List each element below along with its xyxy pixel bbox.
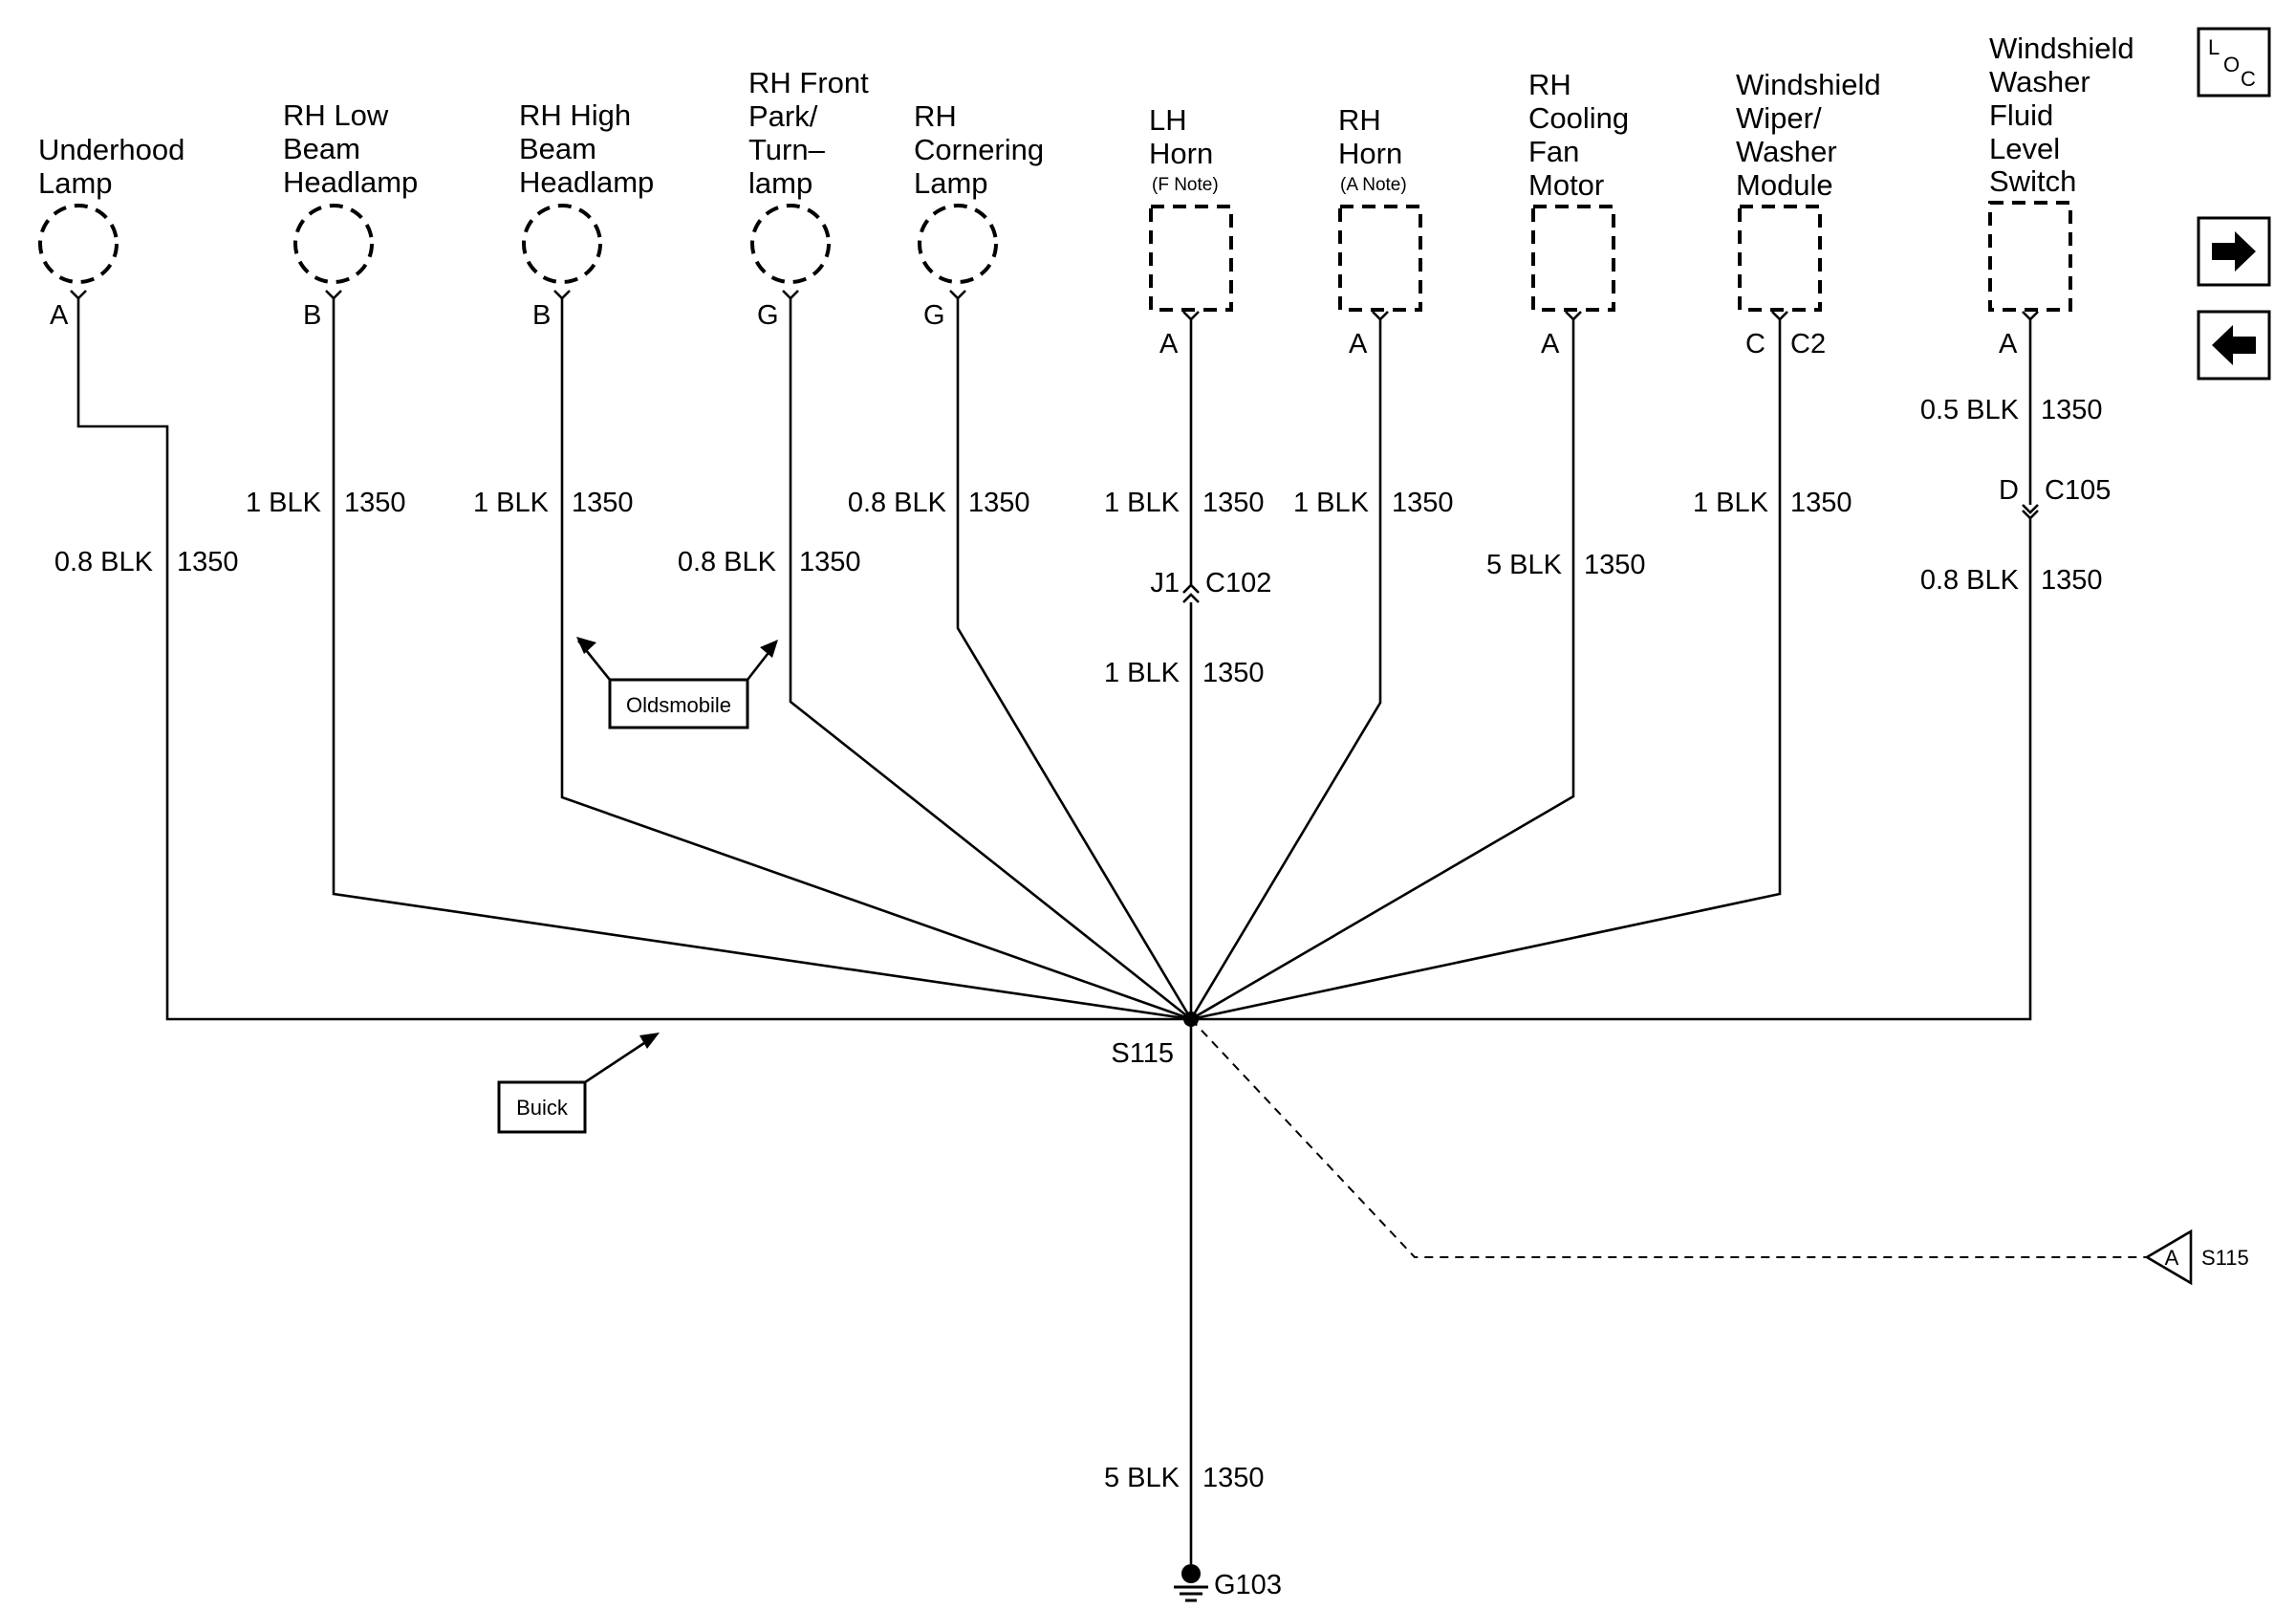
wire-underhood-lamp	[76, 298, 1191, 1021]
location-button-letter-l: L	[2208, 35, 2220, 59]
component-label-lh-horn: LH Horn	[1149, 103, 1213, 170]
windshield-washer-fluid-level-switch-symbol	[1988, 201, 2072, 312]
pin-label-c102: J1	[1150, 568, 1180, 598]
connector-c102-symbol	[1182, 583, 1200, 603]
wire-rh-high-beam-headlamp	[560, 298, 1192, 1021]
pin-label-lh-horn: A	[1159, 329, 1179, 359]
connector-c105-symbol	[2022, 504, 2039, 520]
wire-rh-front-park-turn-lamp	[789, 298, 1192, 1021]
wire-size-underhood-lamp: 0.8 BLK	[54, 547, 154, 577]
wire-size-rh-low-beam-headlamp: 1 BLK	[246, 488, 322, 518]
wire-size-lh-horn-below: 1 BLK	[1104, 658, 1180, 688]
offpage-reference-s115: A S115	[2144, 1229, 2249, 1286]
component-label-rh-low-beam-headlamp: RH Low Beam Headlamp	[283, 98, 418, 199]
oldsmobile-callout-label: Oldsmobile	[626, 693, 731, 717]
circuit-lh-horn: 1350	[1202, 488, 1265, 518]
pin-label-windshield-wiper-washer-module: C	[1745, 329, 1765, 359]
splice-label-s115: S115	[1111, 1038, 1174, 1069]
component-label-underhood-lamp: Underhood Lamp	[38, 133, 193, 200]
component-label-rh-horn: RH Horn	[1338, 103, 1402, 170]
pin-terminals	[70, 290, 2039, 321]
wire-size-rh-front-park-turn-lamp: 0.8 BLK	[678, 547, 777, 577]
component-label-windshield-wiper-washer-module: Windshield Wiper/ Washer Module	[1736, 68, 1889, 202]
wire-size-rh-high-beam-headlamp: 1 BLK	[473, 488, 550, 518]
arrow-left-icon	[2212, 325, 2256, 365]
rh-cooling-fan-motor-symbol	[1531, 205, 1615, 312]
note-rh-horn: (A Note)	[1340, 175, 1407, 195]
circuit-rh-horn: 1350	[1392, 488, 1454, 518]
connector-label-windshield-wiper-washer-module: C2	[1790, 329, 1826, 359]
arrow-right-icon	[2212, 231, 2256, 272]
wires	[76, 298, 2147, 1564]
circuit-underhood-lamp: 1350	[177, 547, 239, 577]
pin-label-rh-cooling-fan-motor: A	[1541, 329, 1560, 359]
component-label-windshield-washer-fluid-level-switch: Windshield Washer Fluid Level Switch	[1989, 32, 2142, 198]
pin-label-c105: D	[1999, 475, 2019, 506]
connector-label-c105: C105	[2045, 475, 2111, 506]
circuit-windshield-wiper-washer-module: 1350	[1790, 488, 1852, 518]
pin-label-underhood-lamp: A	[50, 300, 69, 331]
component-label-rh-high-beam-headlamp: RH High Beam Headlamp	[519, 98, 654, 199]
wire-size-windshield-washer-fluid-level-switch-below: 0.8 BLK	[1920, 565, 2020, 596]
rh-horn-symbol	[1338, 205, 1422, 312]
wire-size-rh-cornering-lamp: 0.8 BLK	[848, 488, 947, 518]
pin-label-windshield-washer-fluid-level-switch: A	[1999, 329, 2018, 359]
connector-label-c102: C102	[1205, 568, 1271, 598]
circuit-lh-horn-below: 1350	[1202, 658, 1265, 688]
location-button-letter-c: C	[2241, 67, 2256, 91]
location-button[interactable]: L O C	[2197, 27, 2271, 98]
circuit-rh-cornering-lamp: 1350	[968, 488, 1030, 518]
pin-label-rh-cornering-lamp: G	[923, 300, 945, 331]
rh-front-park-turn-lamp-symbol	[750, 204, 831, 284]
note-lh-horn: (F Note)	[1152, 175, 1219, 195]
pin-label-rh-horn: A	[1349, 329, 1368, 359]
rh-cornering-lamp-symbol	[918, 204, 998, 284]
lh-horn-symbol	[1149, 205, 1233, 312]
wire-size-lh-horn: 1 BLK	[1104, 488, 1180, 518]
circuit-rh-cooling-fan-motor: 1350	[1584, 550, 1646, 580]
buick-callout: Buick	[497, 1033, 660, 1134]
wire-size-rh-cooling-fan-motor: 5 BLK	[1486, 550, 1563, 580]
pin-label-rh-low-beam-headlamp: B	[303, 300, 321, 331]
wire-size-rh-horn: 1 BLK	[1293, 488, 1370, 518]
circuit-rh-front-park-turn-lamp: 1350	[799, 547, 861, 577]
wire-rh-horn	[1189, 319, 1382, 1020]
wire-rh-cooling-fan-motor	[1190, 319, 1575, 1021]
offpage-reference-label: S115	[2201, 1246, 2249, 1270]
component-label-rh-front-park-turn-lamp: RH Front Park/ Turn– lamp	[748, 66, 877, 200]
wire-size-ground: 5 BLK	[1104, 1463, 1180, 1493]
wire-size-windshield-washer-fluid-level-switch: 0.5 BLK	[1920, 395, 2020, 425]
wire-windshield-wiper-washer-module	[1190, 319, 1782, 1021]
previous-page-button[interactable]	[2197, 310, 2271, 381]
rh-low-beam-headlamp-symbol	[293, 204, 374, 284]
circuit-rh-low-beam-headlamp: 1350	[344, 488, 406, 518]
dashed-reference-line	[1190, 1018, 2147, 1258]
splice-s115-dot	[1183, 1012, 1199, 1027]
rh-high-beam-headlamp-symbol	[522, 204, 602, 284]
ground-symbol-g103	[1174, 1564, 1208, 1602]
offpage-reference-letter: A	[2165, 1246, 2179, 1270]
buick-callout-label: Buick	[516, 1096, 569, 1120]
component-label-rh-cooling-fan-motor: RH Cooling Fan Motor	[1528, 68, 1637, 202]
underhood-lamp-symbol	[38, 204, 119, 284]
wire-size-windshield-wiper-washer-module: 1 BLK	[1693, 488, 1769, 518]
circuit-rh-high-beam-headlamp: 1350	[572, 488, 634, 518]
next-page-button[interactable]	[2197, 216, 2271, 287]
location-button-letter-o: O	[2223, 53, 2240, 76]
circuit-windshield-washer-fluid-level-switch: 1350	[2041, 395, 2103, 425]
wire-windshield-washer-fluid-level-switch-lower	[1191, 516, 2032, 1021]
circuit-ground: 1350	[1202, 1463, 1265, 1493]
wire-rh-low-beam-headlamp	[332, 298, 1192, 1021]
component-label-rh-cornering-lamp: RH Cornering Lamp	[914, 99, 1052, 200]
wire-rh-cornering-lamp	[956, 298, 1193, 1020]
oldsmobile-callout: Oldsmobile	[576, 637, 778, 729]
pin-label-rh-high-beam-headlamp: B	[532, 300, 551, 331]
ground-label-g103: G103	[1214, 1570, 1282, 1600]
circuit-windshield-washer-fluid-level-switch-below: 1350	[2041, 565, 2103, 596]
pin-label-rh-front-park-turn-lamp: G	[757, 300, 779, 331]
windshield-wiper-washer-module-symbol	[1738, 205, 1822, 312]
